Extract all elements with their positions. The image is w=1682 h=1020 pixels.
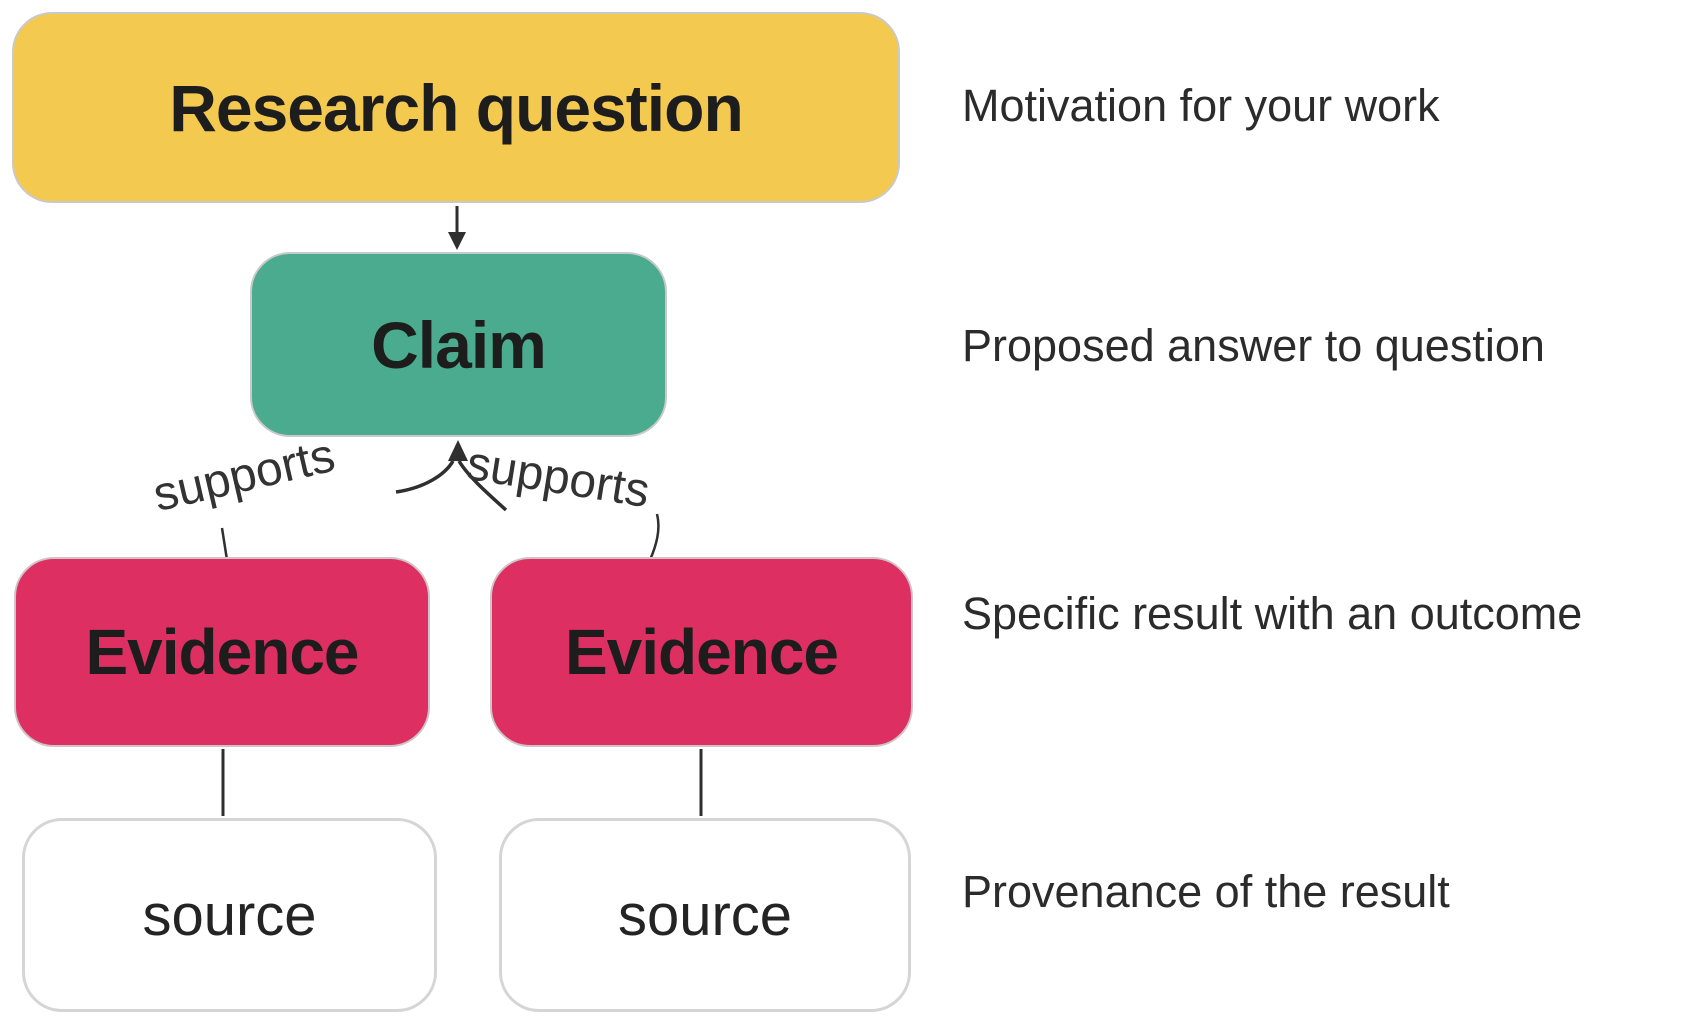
claim-node: Claim [250,252,667,437]
arrow-question-to-claim [448,206,466,250]
source-node-left: source [22,818,437,1012]
annotation-specific-result: Specific result with an outcome [962,588,1583,639]
research-question-node: Research question [12,12,900,203]
source-label-left: source [142,882,317,948]
annotation-provenance: Provenance of the result [962,866,1450,917]
research-question-label: Research question [169,70,744,145]
evidence-label-left: Evidence [85,616,359,688]
edge-label-supports-left: supports [148,428,340,523]
source-label-right: source [617,882,793,948]
source-node-right: source [499,818,911,1012]
evidence-node-right: Evidence [490,557,913,747]
evidence-label-right: Evidence [564,616,839,688]
annotation-proposed-answer: Proposed answer to question [962,320,1545,371]
evidence-node-left: Evidence [14,557,430,747]
edge-label-supports-right: supports [462,436,654,519]
supports-leader-left [220,527,229,561]
claim-label: Claim [371,307,547,382]
annotation-motivation: Motivation for your work [962,80,1440,131]
supports-leader-right [648,513,660,561]
